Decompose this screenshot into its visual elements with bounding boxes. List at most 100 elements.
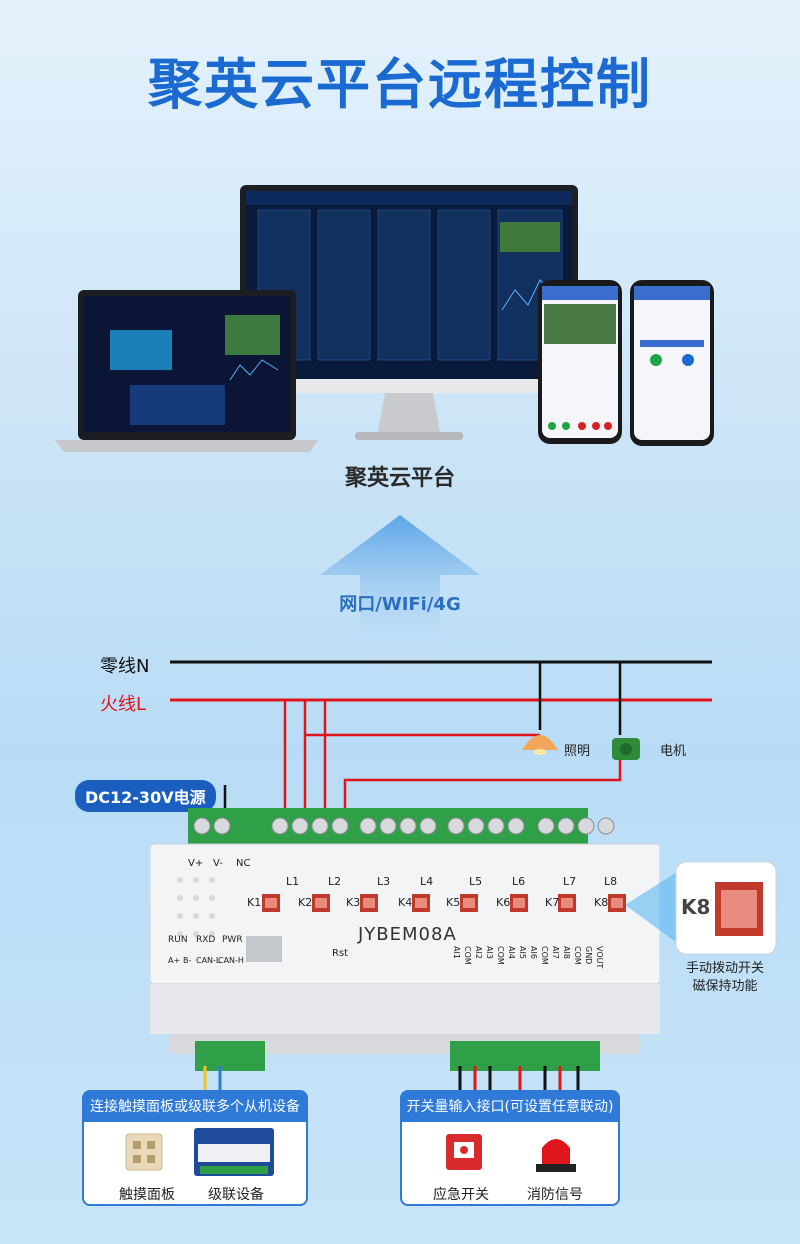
terminal-screw [557, 817, 575, 835]
touch-panel-icon [125, 1133, 163, 1171]
monitor [240, 185, 578, 440]
input-label: COM [463, 946, 472, 965]
output-label: L5 [469, 875, 483, 888]
lamp-label: 照明 [564, 744, 591, 759]
panel-left-title: 连接触摸面板或级联多个从机设备 [84, 1092, 306, 1122]
callout-line1: 手动拨动开关 [685, 961, 764, 976]
input-label: COM [496, 946, 505, 965]
relay-switch-lever [315, 898, 327, 908]
motor-label: 电机 [660, 744, 687, 759]
output-label: L3 [377, 875, 391, 888]
input-label: AI6 [529, 946, 538, 959]
terminal-screw [291, 817, 309, 835]
relay-switch-lever [513, 898, 525, 908]
terminal-screw [271, 817, 289, 835]
relay-switch-lever [463, 898, 475, 908]
terminal-screw [419, 817, 437, 835]
callout-text: 手动拨动开关 磁保持功能 [670, 960, 780, 996]
output-label: L2 [328, 875, 342, 888]
callout-line2: 磁保持功能 [692, 979, 758, 994]
input-label: VOUT [595, 946, 604, 969]
bus-b: B- [183, 956, 192, 965]
terminal-screw [537, 817, 555, 835]
headline: 聚英云平台远程控制 [148, 53, 652, 116]
k8-callout [625, 861, 777, 955]
switch-label: K3 [346, 896, 361, 909]
network-label: 网口/WIFi/4G [339, 594, 461, 615]
fire-alarm-icon [536, 1139, 576, 1172]
cascade-device-icon [194, 1128, 274, 1176]
model-label: JYBEM08A [358, 924, 457, 945]
terminal-screw [467, 817, 485, 835]
terminal-screw [597, 817, 615, 835]
terminal-nc: NC [236, 858, 251, 869]
led-rxd: RXD [196, 935, 216, 945]
switch-label: K1 [247, 896, 262, 909]
relay-switch-lever [265, 898, 277, 908]
relay-switch-lever [561, 898, 573, 908]
laptop [55, 290, 318, 452]
input-label: AI5 [518, 946, 527, 959]
led-pwr: PWR [222, 935, 243, 945]
live-label: 火线L [100, 694, 147, 715]
phone-left [538, 280, 622, 444]
wiring-diagram [170, 660, 712, 820]
panel-right-item: 消防信号 [527, 1187, 583, 1203]
input-label: AI4 [507, 946, 516, 959]
output-label: L4 [420, 875, 434, 888]
callout-switch-label: K8 [681, 895, 711, 919]
panel-left-item: 级联设备 [208, 1187, 264, 1203]
terminal-screw [379, 817, 397, 835]
panel-left: 连接触摸面板或级联多个从机设备 触摸面板 级联设备 [82, 1090, 308, 1206]
relay-switch-lever [415, 898, 427, 908]
switch-label: K4 [398, 896, 413, 909]
platform-label: 聚英云平台 [344, 466, 455, 491]
terminal-screw [331, 817, 349, 835]
panel-right: 开关量输入接口(可设置任意联动) 应急开关 消防信号 [400, 1090, 620, 1206]
terminal-screw [399, 817, 417, 835]
input-label: AI1 [452, 946, 461, 959]
power-badge: DC12-30V电源 [75, 780, 216, 812]
panel-wires [203, 1066, 580, 1094]
relay-switch-lever [363, 898, 375, 908]
input-label: AI3 [485, 946, 494, 959]
phone-right [630, 280, 714, 446]
terminal-screw [193, 817, 211, 835]
panel-left-item: 触摸面板 [119, 1187, 175, 1203]
terminal-screw [311, 817, 329, 835]
terminal-screw [213, 817, 231, 835]
panel-right-title: 开关量输入接口(可设置任意联动) [402, 1092, 618, 1122]
output-label: L6 [512, 875, 526, 888]
devices-illustration [55, 185, 714, 452]
terminal-screw [359, 817, 377, 835]
input-label: GND [584, 946, 593, 965]
relay-switch-lever [611, 898, 623, 908]
bus-a: A+ [168, 956, 181, 965]
panel-right-item: 应急开关 [433, 1187, 489, 1203]
input-label: AI2 [474, 946, 483, 959]
input-label: COM [573, 946, 582, 965]
output-label: L8 [604, 875, 618, 888]
input-label: AI8 [562, 946, 571, 959]
input-label: AI7 [551, 946, 560, 959]
terminal-screw [577, 817, 595, 835]
bus-can-l: CAN-L [196, 956, 221, 965]
terminal-screw [507, 817, 525, 835]
switch-label: K5 [446, 896, 461, 909]
output-label: L1 [286, 875, 300, 888]
terminal-vplus: V+ [188, 858, 204, 869]
bus-can-h: CAN-H [218, 956, 244, 965]
switch-label: K2 [298, 896, 313, 909]
neutral-label: 零线N [100, 656, 150, 677]
input-label: COM [540, 946, 549, 965]
emergency-switch-icon [446, 1134, 482, 1170]
switch-label: K7 [545, 896, 560, 909]
led-run: RUN [168, 935, 188, 945]
terminal-screw [447, 817, 465, 835]
switch-label: K6 [496, 896, 511, 909]
input-labels: AI1 COM AI2 AI3 COM AI4 AI5 AI6 COM AI7 … [452, 946, 622, 972]
upload-arrow [320, 515, 480, 665]
switch-label: K8 [594, 896, 609, 909]
reset-label: Rst [332, 948, 349, 959]
terminal-vminus: V- [213, 858, 223, 869]
